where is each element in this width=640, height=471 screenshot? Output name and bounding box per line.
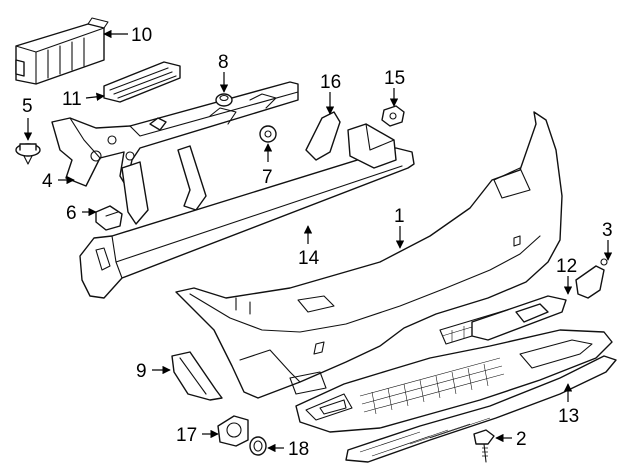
part-left-corner-trim: [171, 351, 223, 401]
part-nut-7: [259, 125, 277, 143]
callout-leaders: [23, 29, 613, 453]
part-push-clip-5: [15, 143, 41, 165]
callout-12: 12: [556, 256, 577, 277]
callout-14: 14: [298, 248, 320, 269]
callout-7: 7: [262, 167, 273, 188]
callout-4: 4: [42, 171, 53, 192]
part-impact-bar: [79, 123, 415, 299]
callout-2: 2: [516, 429, 527, 450]
part-sensor-ring-18: [249, 436, 267, 456]
callout-labels: 10 11 5 4 6 8 7 16 15 14 1 3 12 13 9 2 1…: [22, 25, 613, 460]
callout-8: 8: [218, 52, 229, 73]
part-grommet-8: [215, 93, 233, 107]
callout-10: 10: [131, 25, 152, 46]
part-tow-hook-cap: [575, 258, 608, 299]
part-screw-2: [473, 429, 495, 463]
part-energy-absorber-block: [15, 17, 109, 85]
callout-16: 16: [320, 72, 341, 93]
part-pad-16: [305, 111, 341, 161]
part-clip-6: [95, 205, 123, 231]
callout-17: 17: [176, 425, 197, 446]
part-right-lower-trim: [471, 295, 567, 341]
callout-3: 3: [602, 220, 613, 241]
part-bumper-cover: [175, 111, 563, 399]
part-lower-trim-strip: [345, 355, 617, 463]
part-upper-support-beam: [51, 81, 299, 225]
callout-11: 11: [62, 89, 82, 110]
leader-11: [85, 92, 105, 102]
callout-13: 13: [558, 406, 579, 427]
callout-9: 9: [136, 361, 147, 382]
callout-18: 18: [288, 439, 309, 460]
part-park-sensor-17: [217, 415, 249, 447]
part-nut-15: [381, 105, 405, 127]
part-lower-valance: [295, 329, 613, 433]
callout-6: 6: [66, 203, 77, 224]
callout-1: 1: [394, 206, 405, 227]
callout-15: 15: [384, 68, 405, 89]
callout-5: 5: [22, 96, 33, 117]
part-bracket-insert: [103, 61, 181, 103]
